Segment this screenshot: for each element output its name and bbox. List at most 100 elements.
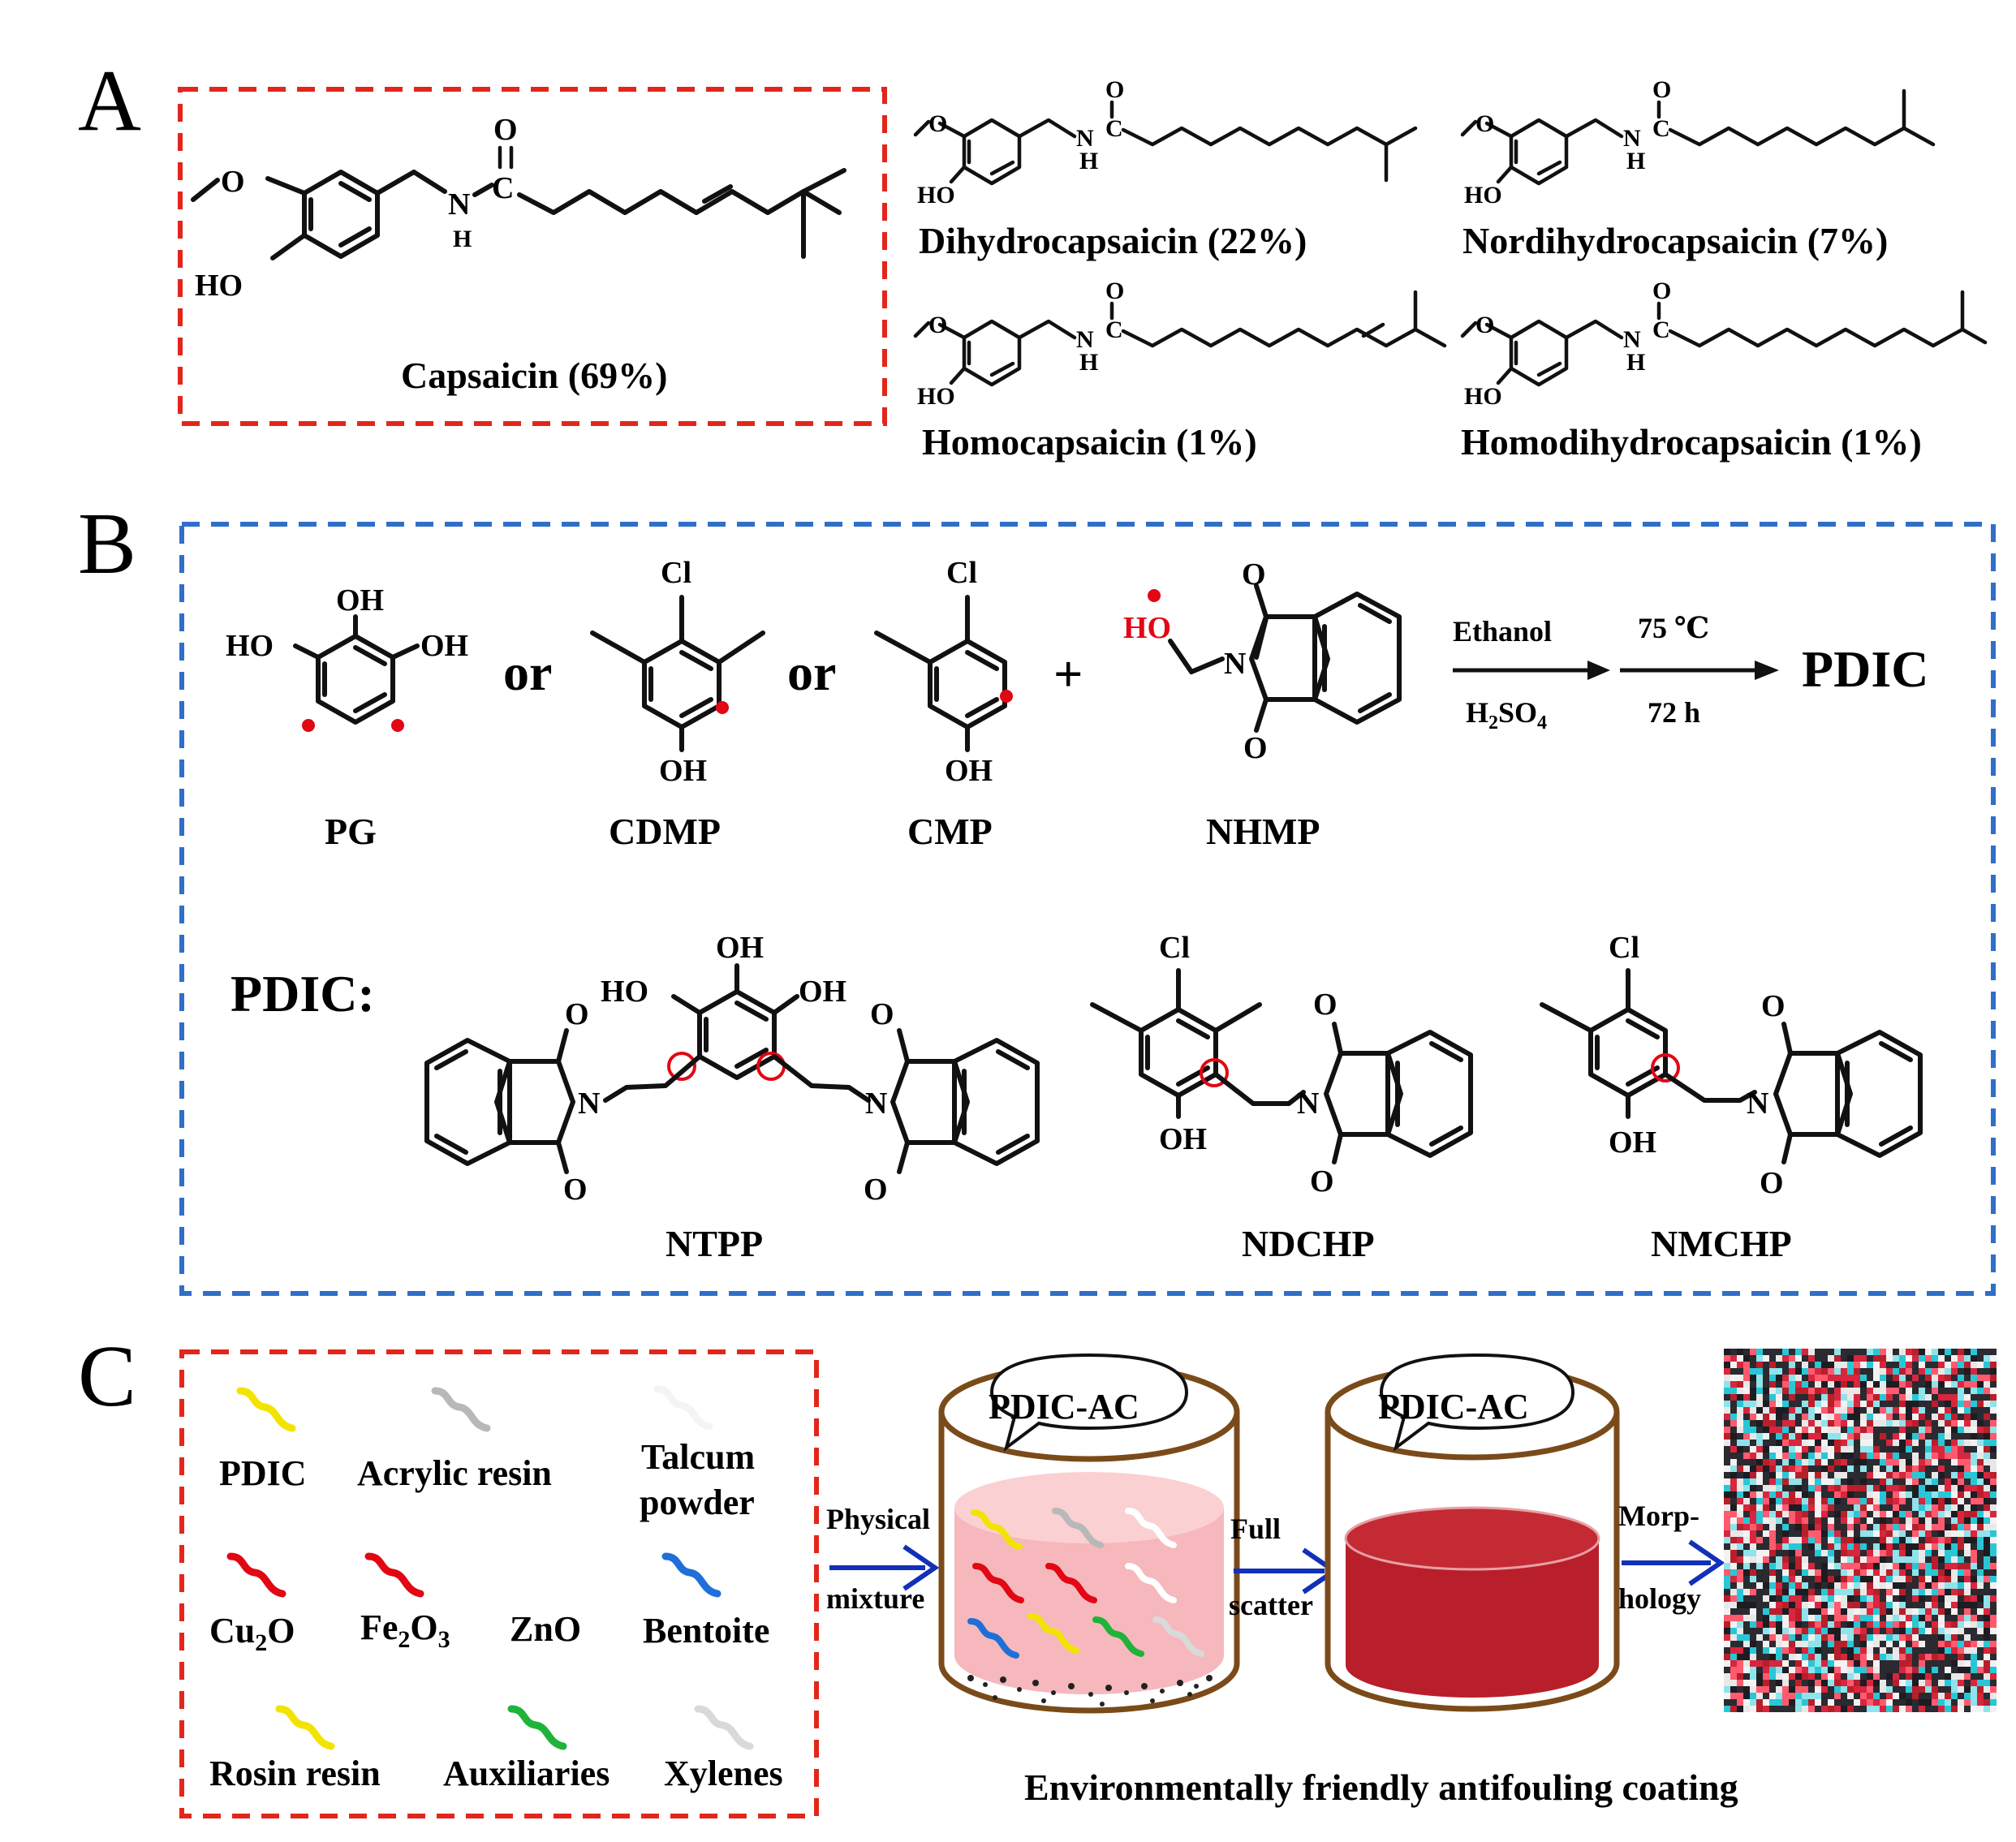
- morphology-pixel: [1724, 1530, 1730, 1537]
- morphology-pixel: [1815, 1530, 1821, 1537]
- morphology-pixel: [1919, 1563, 1925, 1569]
- morphology-pixel: [1977, 1641, 1984, 1647]
- legend-swatch-fe2o3: [364, 1552, 424, 1598]
- morphology-pixel: [1808, 1582, 1815, 1589]
- dihydro-h: H: [1079, 148, 1098, 174]
- morphology-pixel: [1912, 1465, 1919, 1472]
- morphology-pixel: [1951, 1491, 1958, 1498]
- morphology-pixel: [1958, 1388, 1964, 1394]
- morphology-pixel: [1912, 1433, 1919, 1440]
- morphology-pixel: [1990, 1634, 1997, 1641]
- morphology-pixel: [1743, 1686, 1750, 1693]
- morphology-pixel: [1886, 1589, 1893, 1595]
- morphology-pixel: [1808, 1647, 1815, 1654]
- morphology-pixel: [1912, 1602, 1919, 1608]
- morphology-pixel: [1860, 1355, 1867, 1362]
- morphology-pixel: [1951, 1453, 1958, 1459]
- morphology-pixel: [1990, 1602, 1997, 1608]
- morphology-pixel: [1945, 1498, 1951, 1504]
- morphology-pixel: [1828, 1634, 1834, 1641]
- morphology-pixel: [1802, 1582, 1808, 1589]
- morphology-pixel: [1828, 1465, 1834, 1472]
- morphology-pixel: [1763, 1647, 1769, 1654]
- morphology-pixel: [1737, 1556, 1743, 1563]
- morphology-pixel: [1958, 1706, 1964, 1712]
- morphology-pixel: [1769, 1706, 1776, 1712]
- morphology-pixel: [1893, 1517, 1899, 1524]
- morphology-pixel: [1860, 1641, 1867, 1647]
- morphology-pixel: [1854, 1576, 1860, 1582]
- morphology-pixel: [1763, 1543, 1769, 1550]
- morphology-pixel: [1886, 1478, 1893, 1485]
- morphology-pixel: [1886, 1407, 1893, 1414]
- morphology-pixel: [1769, 1589, 1776, 1595]
- morphology-pixel: [1750, 1459, 1756, 1465]
- morphology-pixel: [1977, 1362, 1984, 1368]
- morphology-pixel: [1737, 1550, 1743, 1556]
- morphology-pixel: [1782, 1543, 1789, 1550]
- morphology-pixel: [1951, 1641, 1958, 1647]
- morphology-pixel: [1828, 1524, 1834, 1530]
- morphology-pixel: [1769, 1517, 1776, 1524]
- morphology-pixel: [1724, 1420, 1730, 1427]
- morphology-pixel: [1730, 1355, 1737, 1362]
- morphology-pixel: [1808, 1563, 1815, 1569]
- morphology-pixel: [1782, 1375, 1789, 1381]
- morphology-pixel: [1860, 1602, 1867, 1608]
- morphology-pixel: [1795, 1673, 1802, 1680]
- morphology-pixel: [1834, 1537, 1841, 1543]
- morphology-pixel: [1730, 1556, 1737, 1563]
- morphology-pixel: [1932, 1634, 1938, 1641]
- morphology-pixel: [1990, 1654, 1997, 1660]
- morphology-pixel: [1964, 1517, 1971, 1524]
- morphology-pixel: [1984, 1576, 1990, 1582]
- morphology-pixel: [1808, 1634, 1815, 1641]
- morphology-pixel: [1932, 1349, 1938, 1355]
- morphology-pixel: [1795, 1602, 1802, 1608]
- morphology-pixel: [1912, 1641, 1919, 1647]
- morphology-pixel: [1854, 1569, 1860, 1576]
- morphology-pixel: [1951, 1628, 1958, 1634]
- morphology-pixel: [1945, 1368, 1951, 1375]
- morphology-pixel: [1854, 1615, 1860, 1621]
- morphology-pixel: [1841, 1673, 1847, 1680]
- morphology-pixel: [1834, 1569, 1841, 1576]
- morphology-pixel: [1873, 1465, 1880, 1472]
- morphology-pixel: [1789, 1465, 1795, 1472]
- morphology-pixel: [1724, 1647, 1730, 1654]
- morphology-pixel: [1834, 1427, 1841, 1433]
- homocapsaicin-structure: O HO N H C O Homocapsaicin (1%): [913, 278, 1447, 463]
- morphology-pixel: [1724, 1375, 1730, 1381]
- morphology-pixel: [1880, 1654, 1886, 1660]
- morphology-pixel: [1964, 1608, 1971, 1615]
- morphology-pixel: [1958, 1478, 1964, 1485]
- morphology-pixel: [1789, 1641, 1795, 1647]
- morphology-pixel: [1795, 1537, 1802, 1543]
- morphology-pixel: [1893, 1420, 1899, 1427]
- ntpp-o-1: O: [565, 997, 589, 1031]
- legend-swatch-cu2o: [226, 1552, 286, 1598]
- morphology-pixel: [1841, 1647, 1847, 1654]
- morphology-pixel: [1789, 1628, 1795, 1634]
- morphology-pixel: [1847, 1693, 1854, 1699]
- morphology-pixel: [1899, 1427, 1906, 1433]
- morphology-pixel: [1951, 1446, 1958, 1453]
- morphology-pixel: [1977, 1621, 1984, 1628]
- morphology-pixel: [1802, 1433, 1808, 1440]
- morphology-pixel: [1724, 1349, 1730, 1355]
- morphology-pixel: [1730, 1517, 1737, 1524]
- morphology-pixel: [1860, 1673, 1867, 1680]
- morphology-pixel: [1821, 1375, 1828, 1381]
- morphology-pixel: [1808, 1706, 1815, 1712]
- morphology-pixel: [1880, 1615, 1886, 1621]
- morphology-pixel: [1808, 1680, 1815, 1686]
- morphology-pixel: [1828, 1368, 1834, 1375]
- morphology-pixel: [1880, 1524, 1886, 1530]
- morphology-pixel: [1906, 1459, 1912, 1465]
- morphology-pixel: [1854, 1693, 1860, 1699]
- morphology-pixel: [1756, 1563, 1763, 1569]
- morphology-pixel: [1977, 1388, 1984, 1394]
- morphology-pixel: [1730, 1504, 1737, 1511]
- morphology-pixel: [1750, 1543, 1756, 1550]
- morphology-pixel: [1730, 1569, 1737, 1576]
